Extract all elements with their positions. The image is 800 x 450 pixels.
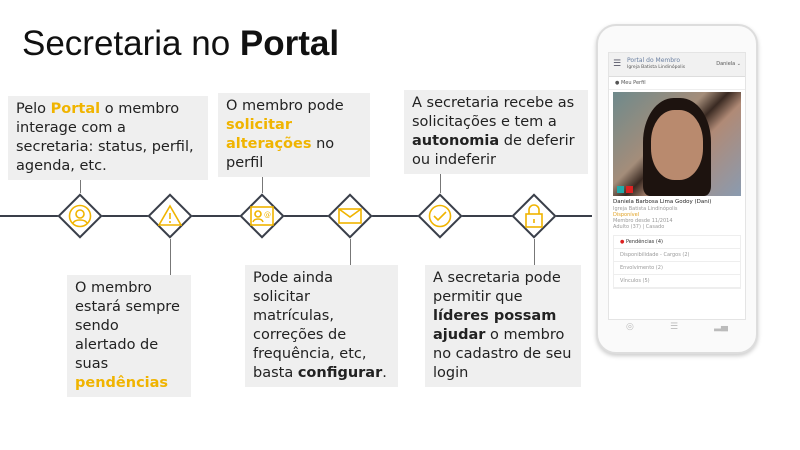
info-box-portal: Pelo Portal o membro interage com a secr… xyxy=(8,96,208,180)
slide-title: Secretaria no Portal xyxy=(22,24,339,64)
home-icon[interactable]: ◎ xyxy=(626,322,634,332)
menu-label: Pendências (4) xyxy=(625,239,663,245)
text: A secretaria recebe as solicitações e te… xyxy=(412,95,575,130)
text: o membro no cadastro de seu login xyxy=(433,327,572,381)
church-name: Igreja Batista Lindinópolis xyxy=(627,65,686,70)
phone-mockup: ☰ Portal do Membro Igreja Batista Lindin… xyxy=(596,24,758,354)
user-icon xyxy=(57,193,103,239)
section-title: Meu Perfil xyxy=(620,80,646,86)
user-icon: ● xyxy=(615,80,620,86)
svg-text:@: @ xyxy=(264,211,271,219)
menu-label: Envolvimento (2) xyxy=(620,265,663,271)
info-box-alteracoes: O membro pode solicitar alterações no pe… xyxy=(218,93,370,177)
highlight: solicitar alterações xyxy=(226,117,312,152)
connector xyxy=(350,239,351,265)
connector xyxy=(534,239,535,265)
bold-text: autonomia xyxy=(412,133,500,149)
menu-label: Vínculos (5) xyxy=(620,278,650,284)
info-box-autonomia: A secretaria recebe as solicitações e te… xyxy=(404,90,588,174)
detail: Disponível xyxy=(613,212,640,218)
info-box-lideres: A secretaria pode permitir que líderes p… xyxy=(425,265,581,387)
alert-icon xyxy=(147,193,193,239)
app-header: ☰ Portal do Membro Igreja Batista Lindin… xyxy=(609,53,745,77)
menu-item[interactable]: Envolvimento (2) xyxy=(614,262,740,275)
text: de deferir ou indeferir xyxy=(412,133,575,168)
text: O membro estará sempre sendo alertado de… xyxy=(75,280,180,372)
text: o membro interage com a secretaria: stat… xyxy=(16,101,194,174)
id-card-icon: @ xyxy=(239,193,285,239)
member-name: Daniela Barbosa Lima Godoy (Dani) xyxy=(613,199,712,205)
delete-button[interactable] xyxy=(626,186,633,193)
bold-text: configurar xyxy=(297,365,383,381)
menu-item[interactable]: ● Pendências (4) xyxy=(614,236,740,249)
info-box-pendencias: O membro estará sempre sendo alertado de… xyxy=(67,275,191,397)
info-box-configurar: Pode ainda solicitar matrículas, correçõ… xyxy=(245,265,398,387)
menu-label: Disponibilidade - Cargos (2) xyxy=(620,252,690,258)
detail: Igreja Batista Lindinópolis xyxy=(613,206,678,212)
timeline xyxy=(0,215,592,217)
detail: Adulto (37) | Casado xyxy=(613,224,665,230)
mail-icon xyxy=(327,193,373,239)
title-bold: Portal xyxy=(239,24,340,63)
text: . xyxy=(382,365,387,381)
edit-button[interactable] xyxy=(617,186,624,193)
menu-item[interactable]: Disponibilidade - Cargos (2) xyxy=(614,249,740,262)
text: no perfil xyxy=(226,136,335,171)
signal-icon[interactable]: ▂▄ xyxy=(714,322,728,332)
menu-icon[interactable]: ☰ xyxy=(613,59,622,69)
menu-item[interactable]: Vínculos (5) xyxy=(614,275,740,288)
user-menu[interactable]: Daniela ⌄ xyxy=(716,61,741,67)
highlight: pendências xyxy=(75,375,169,391)
connector xyxy=(440,163,441,193)
list-icon[interactable]: ☰ xyxy=(669,322,679,332)
check-icon xyxy=(417,193,463,239)
bold-text: líderes possam ajudar xyxy=(433,308,557,343)
text: A secretaria pode permitir que xyxy=(433,270,561,305)
highlight: Portal xyxy=(50,101,101,117)
text: Pelo xyxy=(16,101,51,117)
phone-screen: ☰ Portal do Membro Igreja Batista Lindin… xyxy=(608,52,746,320)
lock-icon xyxy=(511,193,557,239)
connector xyxy=(170,239,171,275)
text: Pode ainda solicitar matrículas, correçõ… xyxy=(253,270,367,381)
text: O membro pode xyxy=(226,98,344,114)
app-title: Portal do Membro xyxy=(627,57,681,64)
profile-photo xyxy=(613,92,741,196)
title-text: Secretaria no xyxy=(22,24,240,63)
detail: Membro desde 11/2014 xyxy=(613,218,673,224)
